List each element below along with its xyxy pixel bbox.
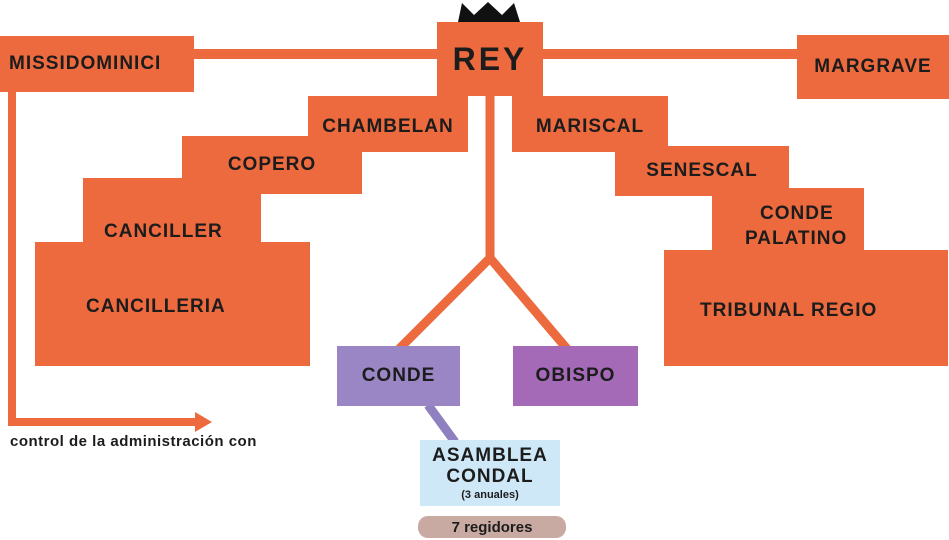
tribunal-regio-label: TRIBUNAL REGIO (700, 300, 878, 321)
arrow-right-icon (195, 412, 212, 432)
asamblea-condal-box: ASAMBLEA CONDAL (3 anuales) (420, 440, 560, 506)
cancilleria-box (35, 242, 310, 366)
branch-to-conde-line (394, 254, 494, 354)
asamblea-label-line2: CONDAL (446, 466, 534, 487)
conde-label: CONDE (361, 365, 436, 386)
mariscal-label: MARISCAL (535, 116, 645, 137)
canciller-label: CANCILLER (104, 221, 223, 242)
tribunal-regio-box (664, 250, 948, 366)
conde-to-asamblea-line (424, 402, 459, 445)
obispo-box: OBISPO (513, 346, 638, 406)
copero-label: COPERO (227, 154, 317, 175)
asamblea-label-line1: ASAMBLEA (432, 445, 548, 466)
crown-icon (458, 2, 520, 22)
missidominici-box: MISSIDOMINICI (0, 36, 194, 92)
branch-to-obispo-line (486, 255, 572, 353)
conde-palatino-box (712, 188, 864, 258)
conde-palatino-label-line1: CONDE (760, 203, 834, 224)
margrave-box: MARGRAVE (797, 35, 949, 99)
rey-box: REY (437, 22, 543, 96)
conde-box: CONDE (337, 346, 460, 406)
senescal-box: SENESCAL (615, 146, 789, 196)
mariscal-box: MARISCAL (512, 96, 668, 152)
chambelan-label: CHAMBELAN (322, 116, 454, 137)
obispo-label: OBISPO (535, 365, 616, 386)
conde-palatino-label-line2: PALATINO (745, 228, 848, 249)
cancilleria-label: CANCILLERIA (86, 296, 226, 317)
control-annotation: control de la administración con (10, 433, 257, 450)
rey-label: REY (452, 40, 528, 77)
margrave-label: MARGRAVE (814, 56, 932, 77)
regidores-pill: 7 regidores (418, 516, 566, 538)
senescal-label: SENESCAL (646, 160, 758, 181)
regidores-label: 7 regidores (451, 518, 533, 536)
asamblea-note: (3 anuales) (461, 489, 519, 501)
missidominici-label: MISSIDOMINICI (9, 53, 162, 74)
missidominici-control-line (8, 92, 195, 426)
